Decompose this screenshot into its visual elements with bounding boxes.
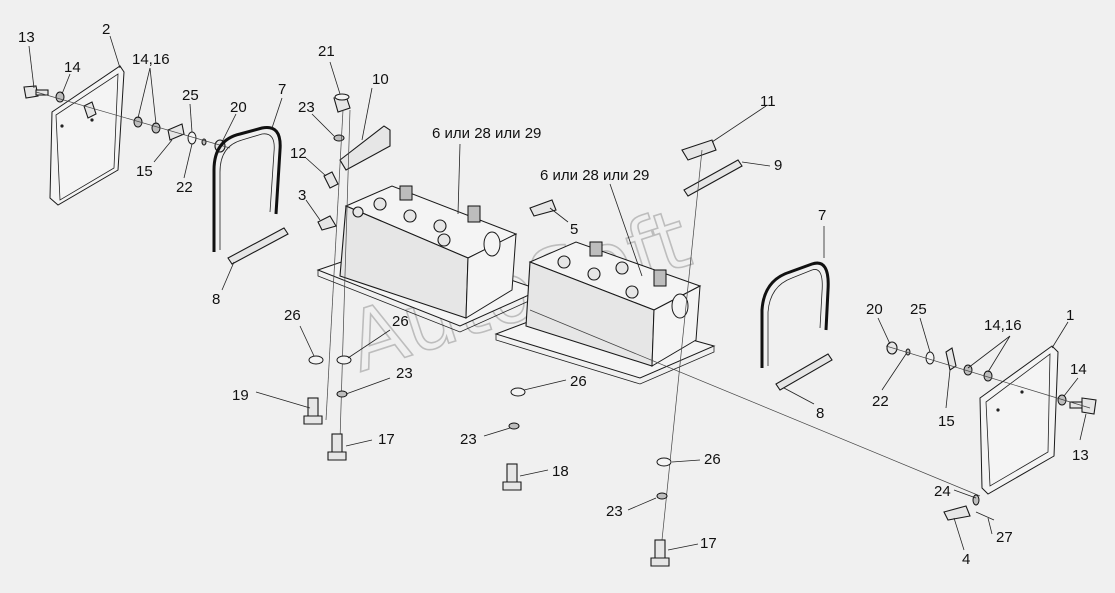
label-7-right: 7 <box>818 207 826 224</box>
washer-26-left-b <box>336 355 352 365</box>
label-26-left-b: 26 <box>392 313 409 330</box>
label-26-left-a: 26 <box>284 307 301 324</box>
label-5: 5 <box>570 221 578 238</box>
label-27: 27 <box>996 529 1013 546</box>
label-26-right-a: 26 <box>570 373 587 390</box>
left-seal-7 <box>212 125 282 252</box>
left-washer-14 <box>55 91 65 103</box>
label-14-right: 14 <box>1070 361 1087 378</box>
left-strip-8 <box>227 227 289 265</box>
washer-23-right-a <box>508 422 520 430</box>
label-1: 1 <box>1066 307 1074 324</box>
clamp-12 <box>323 171 339 189</box>
ring-24 <box>972 494 980 506</box>
clamp-3 <box>317 215 337 231</box>
label-7-left: 7 <box>278 81 286 98</box>
left-cover <box>49 65 125 206</box>
label-12: 12 <box>290 145 307 162</box>
nut-21 <box>333 93 351 113</box>
label-4: 4 <box>962 551 970 568</box>
label-14-16-right: 14,16 <box>984 317 1022 334</box>
label-23-right-b: 23 <box>606 503 623 520</box>
right-rod-line <box>661 149 703 541</box>
label-10: 10 <box>372 71 389 88</box>
pin-27 <box>975 511 995 521</box>
right-axis-line <box>885 345 1091 409</box>
right-cover-1 <box>979 345 1059 495</box>
clamp-5 <box>529 199 557 217</box>
label-25-left: 25 <box>182 87 199 104</box>
label-2: 2 <box>102 21 110 38</box>
right-battery <box>525 241 702 367</box>
label-17-right: 17 <box>700 535 717 552</box>
label-8-left: 8 <box>212 291 220 308</box>
left-cover-hinge-part <box>83 101 97 119</box>
cover-hinge-axis-line <box>529 309 981 497</box>
right-strip-8 <box>775 353 833 391</box>
left-axis-line <box>35 91 231 149</box>
left-washers-14-16 <box>133 116 161 134</box>
label-20-right: 20 <box>866 301 883 318</box>
label-15-right: 15 <box>938 413 955 430</box>
washer-26-right-b <box>656 457 672 467</box>
left-rod-line-2 <box>339 109 351 441</box>
label-23-top: 23 <box>298 99 315 116</box>
right-washer-14 <box>1057 394 1067 406</box>
label-26-right-b: 26 <box>704 451 721 468</box>
bolt-17-right <box>650 539 670 567</box>
label-15-left: 15 <box>136 163 153 180</box>
label-19: 19 <box>232 387 249 404</box>
label-22-left: 22 <box>176 179 193 196</box>
part-labels: 13 14 2 14,16 25 20 7 15 22 8 21 10 23 1… <box>18 21 1089 568</box>
left-bracket-15 <box>167 123 185 141</box>
label-21: 21 <box>318 43 335 60</box>
label-9: 9 <box>774 157 782 174</box>
bolt-19 <box>303 397 323 425</box>
label-22-right: 22 <box>872 393 889 410</box>
washer-23-right-b <box>656 492 668 500</box>
label-17-left: 17 <box>378 431 395 448</box>
washer-23-left <box>336 390 348 398</box>
bracket-10 <box>339 125 391 171</box>
washer-26-left-a <box>308 355 324 365</box>
left-bolt-13 <box>23 85 49 99</box>
label-14-16-left: 14,16 <box>132 51 170 68</box>
label-3: 3 <box>298 187 306 204</box>
hinge-4 <box>943 505 971 521</box>
label-13-right: 13 <box>1072 447 1089 464</box>
washer-23-top-left <box>333 134 345 142</box>
label-18: 18 <box>552 463 569 480</box>
label-6-28-29-left: 6 или 28 или 29 <box>432 125 541 142</box>
label-25-right: 25 <box>910 301 927 318</box>
right-seal-7 <box>760 261 830 368</box>
right-bolt-13 <box>1069 397 1097 415</box>
right-washers-14-16 <box>963 364 993 382</box>
leader-lines <box>28 35 1087 551</box>
bolt-18 <box>502 463 522 491</box>
label-23-left: 23 <box>396 365 413 382</box>
label-11: 11 <box>760 93 776 110</box>
label-14-left: 14 <box>64 59 81 76</box>
label-20-left: 20 <box>230 99 247 116</box>
label-23-right-a: 23 <box>460 431 477 448</box>
left-rod-line-1 <box>325 109 344 421</box>
clamp-11 <box>681 139 717 161</box>
label-6-28-29-right: 6 или 28 или 29 <box>540 167 649 184</box>
bolt-17-left <box>327 433 347 461</box>
right-bracket-15 <box>945 347 957 371</box>
left-battery <box>339 185 518 319</box>
label-24: 24 <box>934 483 951 500</box>
bracket-9 <box>683 159 743 197</box>
right-washer-25 <box>925 351 935 365</box>
washer-26-right-a <box>510 387 526 397</box>
label-8-right: 8 <box>816 405 824 422</box>
label-13-left: 13 <box>18 29 35 46</box>
